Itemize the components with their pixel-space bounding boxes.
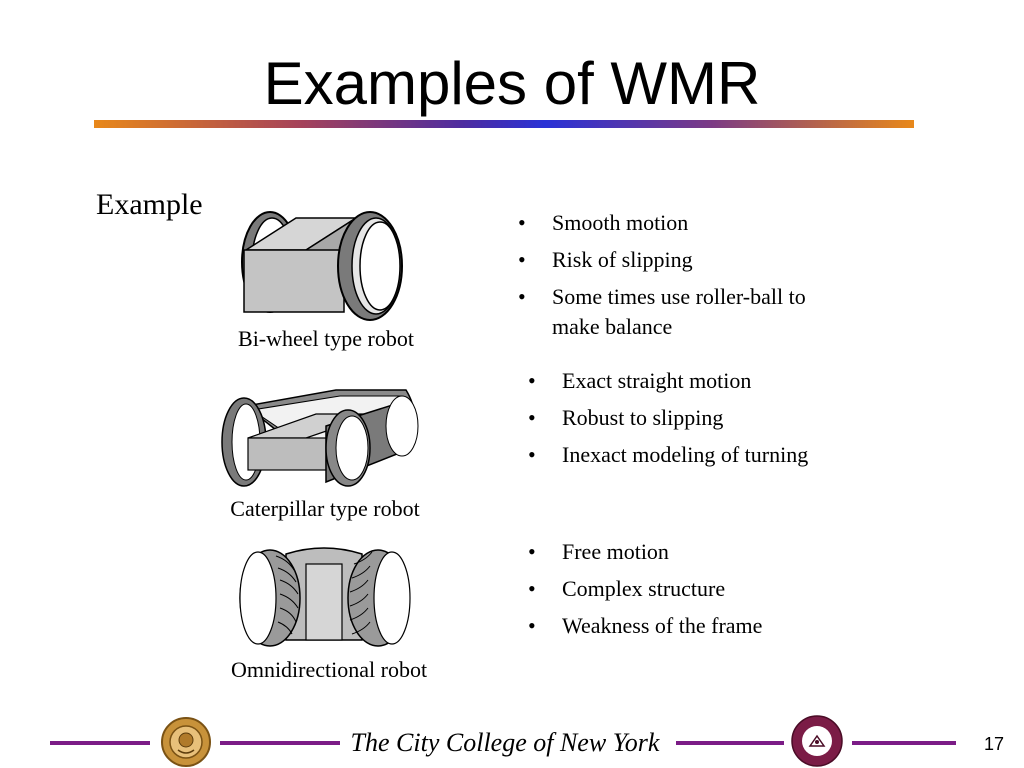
footer-institution: The City College of New York <box>350 728 660 757</box>
ccny-robotics-lab-logo-icon <box>791 715 843 767</box>
list-item: Weakness of the frame <box>524 611 864 641</box>
example-label: Example <box>96 188 203 221</box>
list-item: Risk of slipping <box>514 245 854 275</box>
bi-wheel-caption: Bi-wheel type robot <box>238 326 414 351</box>
list-item: Free motion <box>524 537 864 567</box>
omnidirectional-points: Free motion Complex structure Weakness o… <box>524 537 864 648</box>
footer-line-left-1 <box>50 741 150 745</box>
footer-line-right-1 <box>676 741 784 745</box>
list-item: Inexact modeling of turning <box>524 440 864 470</box>
footer-line-left-2 <box>220 741 340 745</box>
list-item: Smooth motion <box>514 208 854 238</box>
list-item: Robust to slipping <box>524 403 864 433</box>
list-item: Some times use roller-ball to make balan… <box>514 282 854 342</box>
title-divider <box>94 120 914 128</box>
list-item: Complex structure <box>524 574 864 604</box>
slide-title: Examples of WMR <box>263 50 761 117</box>
ccny-seal-icon <box>161 717 211 767</box>
omnidirectional-caption: Omnidirectional robot <box>230 657 428 682</box>
omnidirectional-robot-icon <box>239 547 411 647</box>
bi-wheel-robot-icon <box>241 211 403 321</box>
caterpillar-caption: Caterpillar type robot <box>230 496 420 521</box>
list-item: Exact straight motion <box>524 366 864 396</box>
footer-line-right-2 <box>852 741 956 745</box>
page-number: 17 <box>984 734 1005 754</box>
caterpillar-points: Exact straight motion Robust to slipping… <box>524 366 864 477</box>
bi-wheel-points: Smooth motion Risk of slipping Some time… <box>514 208 854 349</box>
caterpillar-robot-icon <box>221 389 419 487</box>
